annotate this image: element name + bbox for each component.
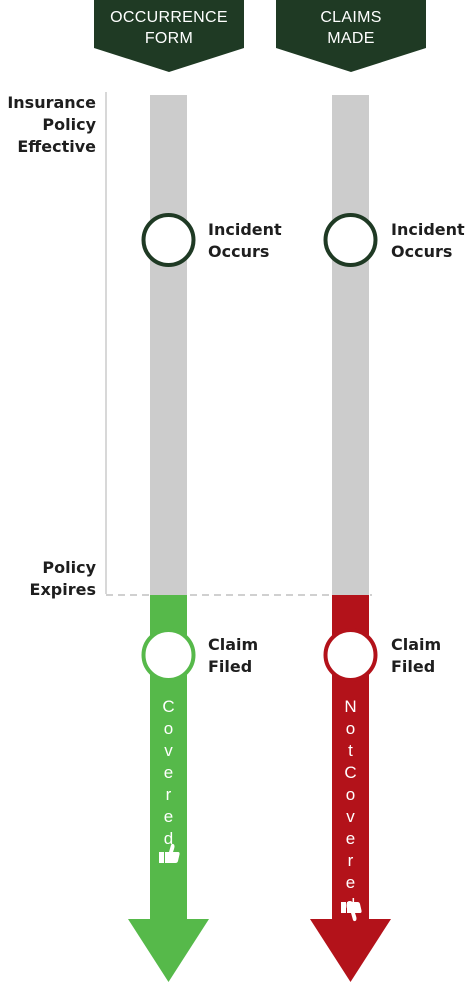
not-covered-letter: t	[348, 741, 353, 760]
not-covered-letter: v	[346, 807, 355, 826]
end-label-line2: Expires	[29, 580, 96, 599]
occurrence-policy-bar	[150, 95, 187, 595]
end-label-line1: Policy	[42, 558, 96, 577]
occurrence-claim-label: Claim Filed	[208, 634, 258, 678]
claims-made-header: CLAIMS MADE	[276, 0, 426, 72]
covered-letter: v	[164, 741, 173, 760]
covered-letter: o	[163, 719, 174, 738]
claims-made-incident-circle	[323, 213, 378, 267]
covered-letter: C	[162, 697, 175, 716]
covered-vertical-text: C o v e r e d	[157, 696, 181, 850]
not-covered-letter: o	[345, 719, 356, 738]
not-covered-letter: C	[344, 763, 357, 782]
claims-made-incident-line2: Occurs	[391, 242, 453, 261]
occurrence-incident-circle	[141, 213, 196, 267]
start-label-line1: Insurance	[7, 93, 96, 112]
claims-made-claim-label: Claim Filed	[391, 634, 441, 678]
claims-made-claim-line1: Claim	[391, 635, 442, 654]
covered-letter: r	[165, 785, 172, 804]
not-covered-letter: d	[345, 895, 356, 914]
start-label-line3: Effective	[17, 137, 96, 156]
thumbs-down-icon	[341, 902, 362, 922]
claims-made-arrow-head	[310, 919, 391, 982]
covered-letter: e	[163, 807, 174, 826]
claims-made-claim-line2: Filed	[391, 657, 436, 676]
claims-made-header-line1: CLAIMS	[320, 9, 382, 26]
claims-made-header-line2: MADE	[327, 30, 375, 47]
policy-expires-label: Policy Expires	[30, 557, 96, 601]
not-covered-letter: o	[345, 785, 356, 804]
occurrence-arrow-head	[128, 919, 209, 982]
occurrence-incident-label: Incident Occurs	[208, 219, 282, 263]
occurrence-incident-line2: Occurs	[208, 242, 270, 261]
occurrence-claim-circle	[141, 628, 196, 682]
occurrence-form-header: OCCURRENCE FORM	[94, 0, 244, 72]
occurrence-incident-line1: Incident	[208, 220, 282, 239]
claims-made-incident-label: Incident Occurs	[391, 219, 465, 263]
claims-made-claim-circle	[323, 628, 378, 682]
claims-made-incident-line1: Incident	[391, 220, 465, 239]
thumbs-up-icon	[159, 843, 180, 863]
covered-letter: d	[163, 829, 174, 848]
insurance-policy-effective-label: Insurance Policy Effective	[7, 92, 96, 158]
not-covered-letter: N	[344, 697, 357, 716]
occurrence-claim-line1: Claim	[208, 635, 259, 654]
occurrence-header-line1: OCCURRENCE	[110, 9, 228, 26]
occurrence-claim-line2: Filed	[208, 657, 253, 676]
not-covered-letter: e	[345, 829, 356, 848]
claims-made-policy-bar	[332, 95, 369, 595]
not-covered-vertical-text: N o t C o v e r e d	[339, 696, 363, 916]
start-label-line2: Policy	[42, 115, 96, 134]
occurrence-header-line2: FORM	[144, 30, 194, 47]
not-covered-letter: r	[347, 851, 354, 870]
not-covered-letter: e	[345, 873, 356, 892]
covered-letter: e	[163, 763, 174, 782]
